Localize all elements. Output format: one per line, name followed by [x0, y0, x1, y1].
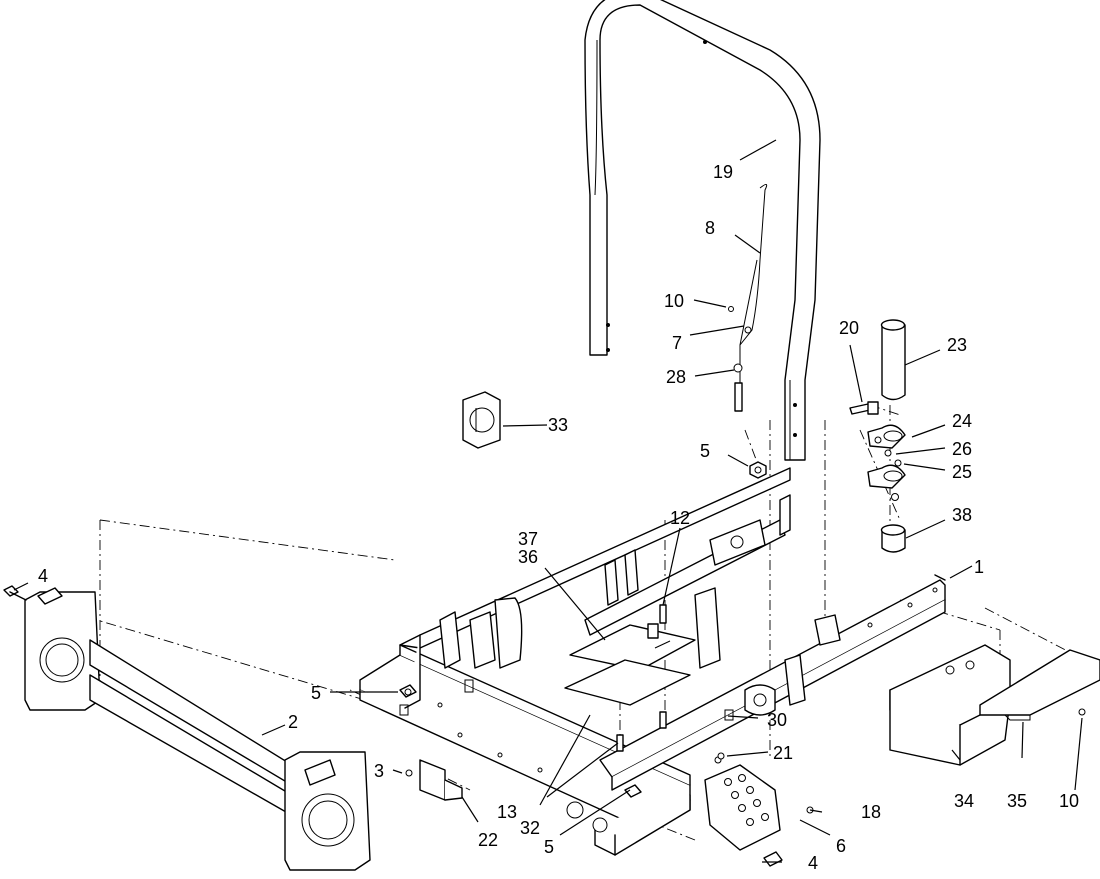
callout-4-left: 4: [38, 566, 48, 586]
callout-30: 30: [767, 710, 787, 730]
callout-37: 37: [518, 529, 538, 549]
bearing-block-part-33: [462, 391, 501, 449]
callout-10-right: 10: [1059, 791, 1079, 811]
callout-36: 36: [518, 547, 538, 567]
callout-32: 32: [520, 818, 540, 838]
callout-3: 3: [374, 761, 384, 781]
rops-hoop-part-19: [584, 0, 821, 461]
callout-5-bottom: 5: [544, 837, 554, 857]
callout-24: 24: [952, 411, 972, 431]
main-frame: [359, 467, 946, 856]
callout-20: 20: [839, 318, 859, 338]
callout-8: 8: [705, 218, 715, 238]
callout-7: 7: [672, 333, 682, 353]
callout-35: 35: [1007, 791, 1027, 811]
callout-13: 13: [497, 802, 517, 822]
callout-25: 25: [952, 462, 972, 482]
bracket-part-22: [405, 759, 463, 801]
callout-10-upper: 10: [664, 291, 684, 311]
nut-part-5-upper: [749, 461, 767, 479]
callout-34: 34: [954, 791, 974, 811]
callout-19: 19: [713, 162, 733, 182]
callout-26: 26: [952, 439, 972, 459]
callout-6: 6: [836, 836, 846, 856]
platform-part-35: [979, 649, 1100, 721]
misc-fasteners: [399, 684, 1086, 798]
axle-assembly-part-2: [24, 587, 371, 871]
callout-18: 18: [861, 802, 881, 822]
pivot-hardware: [849, 319, 906, 553]
callout-28: 28: [666, 367, 686, 387]
callout-labels: 1 2 3 4 4 5 5 5 6 7 8 10 10 12 13 18 19 …: [38, 162, 1079, 873]
callout-23: 23: [947, 335, 967, 355]
leader-lines: [13, 139, 1083, 863]
callout-5-upper: 5: [700, 441, 710, 461]
callout-5-left: 5: [311, 683, 321, 703]
callout-38: 38: [952, 505, 972, 525]
callout-33: 33: [548, 415, 568, 435]
decal-plates-part-36-37: [564, 624, 696, 706]
callout-4-bottom: 4: [808, 853, 818, 873]
callout-21: 21: [773, 743, 793, 763]
callout-22: 22: [478, 830, 498, 850]
footrest-part-6: [704, 756, 814, 851]
callout-12: 12: [670, 508, 690, 528]
footrest-holes: [724, 774, 769, 826]
latch-rod-part-8: [728, 184, 768, 412]
callout-2: 2: [288, 712, 298, 732]
callout-1: 1: [974, 557, 984, 577]
